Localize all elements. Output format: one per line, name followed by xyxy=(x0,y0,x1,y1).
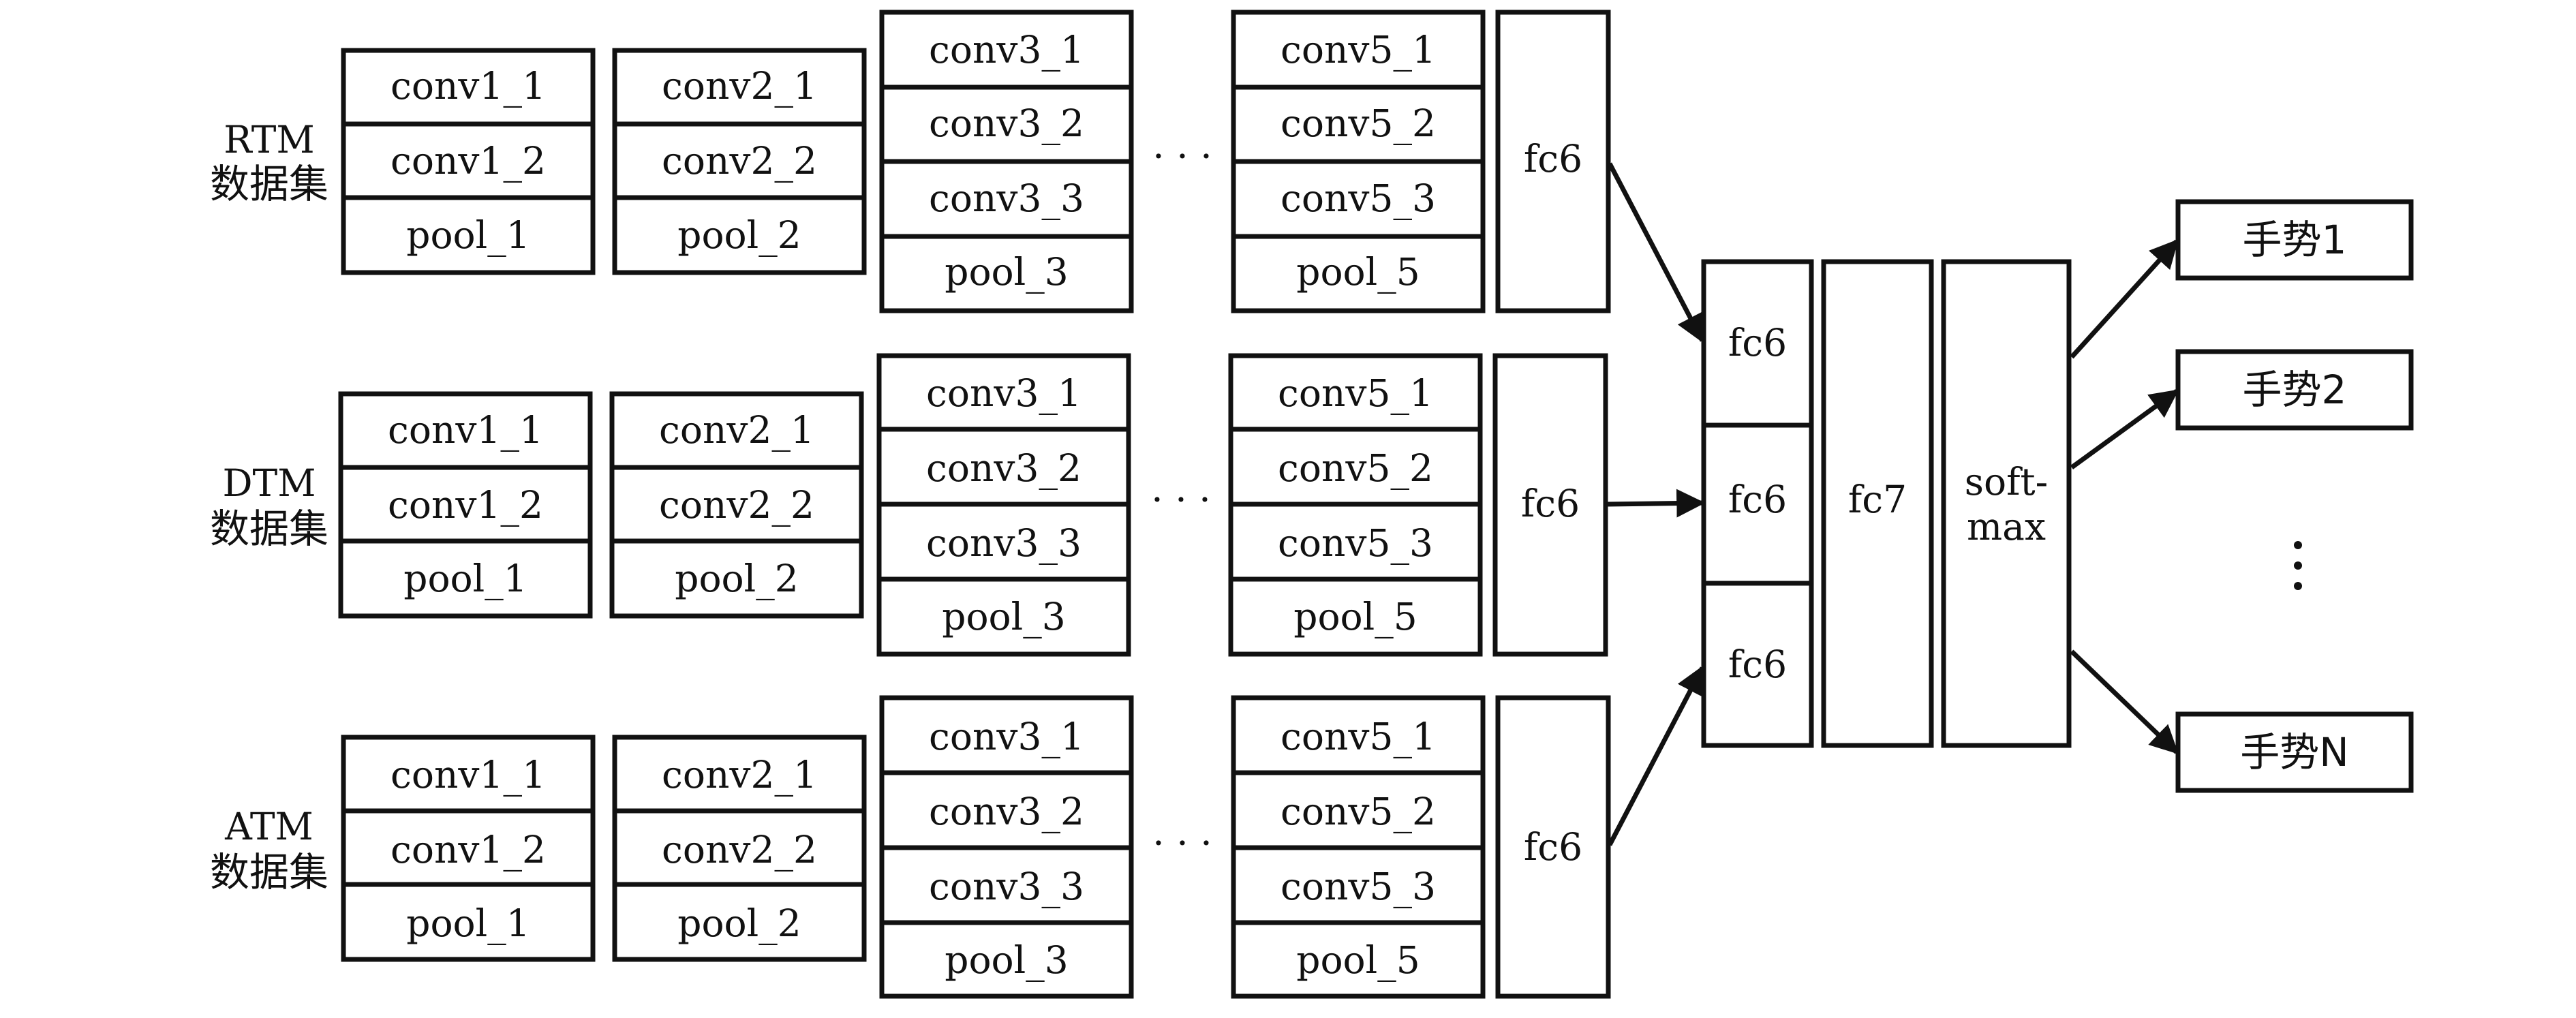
layer-label: max xyxy=(1967,505,2046,549)
layer-label: conv1_2 xyxy=(390,828,546,872)
layer-label: conv3_3 xyxy=(929,176,1084,220)
arrow-row2-to-fc6 xyxy=(1606,489,1706,518)
fc6-merged-stack: fc6 fc6 fc6 xyxy=(1701,259,1814,748)
layer-label: conv2_1 xyxy=(662,64,817,108)
conv-block-3: conv3_1 conv3_2 conv3_3 pool_3 xyxy=(876,353,1131,657)
dataset-label-cjk: 数据集 xyxy=(210,849,328,895)
arrow-softmax-to-out1 xyxy=(2070,238,2179,359)
layer-label: fc7 xyxy=(1848,478,1907,521)
arrow-row1-to-fc6 xyxy=(1607,162,1705,343)
dataset-label: DTM xyxy=(222,461,316,505)
arrow-softmax-to-out2 xyxy=(2070,389,2179,469)
dataset-label-cjk: 数据集 xyxy=(210,506,328,552)
fc7-box: fc7 xyxy=(1821,259,1934,748)
fc6-box: fc6 xyxy=(1492,353,1608,657)
layer-label: conv2_2 xyxy=(659,483,814,527)
conv-block-2: conv2_1 conv2_2 pool_2 xyxy=(612,48,867,275)
fc6-box: fc6 xyxy=(1495,695,1611,999)
layer-label: conv3_3 xyxy=(926,521,1082,565)
layer-label: pool_5 xyxy=(1296,938,1420,982)
ellipsis: · · · xyxy=(1151,478,1210,521)
conv-block-3: conv3_1 conv3_2 conv3_3 pool_3 xyxy=(879,695,1134,999)
conv-block-5: conv5_1 conv5_2 conv5_3 pool_5 xyxy=(1228,353,1483,657)
layer-label: pool_3 xyxy=(945,938,1069,982)
layer-label: pool_1 xyxy=(406,213,530,257)
layer-label: conv2_1 xyxy=(662,753,817,797)
layer-label: soft- xyxy=(1965,460,2048,504)
arrow-softmax-to-outn xyxy=(2070,649,2179,754)
layer-label: conv1_1 xyxy=(390,753,546,797)
layer-label: conv5_2 xyxy=(1281,790,1436,833)
row-rtm: RTM 数据集 conv1_1 conv1_2 pool_1 conv2_1 c… xyxy=(210,10,1611,313)
layer-label: conv2_2 xyxy=(662,828,817,872)
layer-label: fc6 xyxy=(1728,643,1787,686)
output-gesture-n: 手势N xyxy=(2175,711,2414,793)
conv-block-1: conv1_1 conv1_2 pool_1 xyxy=(341,735,596,962)
layer-label: fc6 xyxy=(1728,321,1787,365)
output-gesture-1: 手势1 xyxy=(2175,199,2414,281)
layer-label: conv2_1 xyxy=(659,408,814,452)
layer-label: pool_3 xyxy=(945,250,1069,294)
layer-label: conv3_1 xyxy=(929,28,1084,72)
conv-block-5: conv5_1 conv5_2 conv5_3 pool_5 xyxy=(1231,695,1486,999)
layer-label: conv5_1 xyxy=(1281,715,1436,758)
dataset-label: RTM xyxy=(224,118,314,161)
layer-label: pool_2 xyxy=(677,901,801,945)
layer-label: conv5_3 xyxy=(1281,176,1436,220)
conv-block-5: conv5_1 conv5_2 conv5_3 pool_5 xyxy=(1231,10,1486,313)
layer-label: conv3_1 xyxy=(926,371,1082,415)
layer-label: conv5_3 xyxy=(1278,521,1433,565)
vertical-ellipsis xyxy=(2294,541,2302,590)
layer-label: conv3_2 xyxy=(929,102,1084,145)
arrow-row3-to-fc6 xyxy=(1607,665,1705,846)
conv-block-1: conv1_1 conv1_2 pool_1 xyxy=(341,48,596,275)
layer-label: fc6 xyxy=(1521,482,1580,525)
row-dtm: DTM 数据集 conv1_1 conv1_2 pool_1 conv2_1 c… xyxy=(210,353,1608,657)
layer-label: conv2_2 xyxy=(662,139,817,183)
conv-block-2: conv2_1 conv2_2 pool_2 xyxy=(612,735,867,962)
layer-label: conv5_2 xyxy=(1281,102,1436,145)
layer-label: conv5_3 xyxy=(1281,865,1436,908)
layer-label: pool_1 xyxy=(406,901,530,945)
layer-label: pool_1 xyxy=(403,557,527,600)
output-label: 手势N xyxy=(2240,729,2348,775)
layer-label: pool_2 xyxy=(675,557,799,600)
layer-label: fc6 xyxy=(1728,478,1787,521)
conv-block-1: conv1_1 conv1_2 pool_1 xyxy=(338,391,593,619)
row-atm: ATM 数据集 conv1_1 conv1_2 pool_1 conv2_1 c… xyxy=(210,695,1611,999)
layer-label: pool_5 xyxy=(1293,595,1417,638)
layer-label: conv1_2 xyxy=(388,483,543,527)
layer-label: conv1_1 xyxy=(390,64,546,108)
layer-label: conv3_2 xyxy=(929,790,1084,833)
layer-label: fc6 xyxy=(1524,825,1582,869)
output-gesture-2: 手势2 xyxy=(2175,349,2414,431)
dataset-label-cjk: 数据集 xyxy=(210,161,328,207)
conv-block-2: conv2_1 conv2_2 pool_2 xyxy=(609,391,864,619)
layer-label: conv1_1 xyxy=(388,408,543,452)
layer-label: fc6 xyxy=(1524,137,1582,181)
layer-label: conv1_2 xyxy=(390,139,546,183)
layer-label: conv5_1 xyxy=(1278,371,1433,415)
output-label: 手势2 xyxy=(2243,367,2347,413)
dataset-label: ATM xyxy=(224,805,313,848)
ellipsis: · · · xyxy=(1152,821,1212,865)
layer-label: conv5_1 xyxy=(1281,28,1436,72)
softmax-box: soft- max xyxy=(1941,259,2072,748)
output-label: 手势1 xyxy=(2243,217,2347,263)
layer-label: conv3_3 xyxy=(929,865,1084,908)
arrows xyxy=(1606,162,2179,846)
layer-label: conv3_2 xyxy=(926,446,1082,490)
ellipsis: · · · xyxy=(1152,134,1212,178)
layer-label: pool_2 xyxy=(677,213,801,257)
layer-label: pool_5 xyxy=(1296,250,1420,294)
conv-block-3: conv3_1 conv3_2 conv3_3 pool_3 xyxy=(879,10,1134,313)
layer-label: pool_3 xyxy=(942,595,1066,638)
layer-label: conv5_2 xyxy=(1278,446,1433,490)
layer-label: conv3_1 xyxy=(929,715,1084,758)
fc6-box: fc6 xyxy=(1495,10,1611,313)
